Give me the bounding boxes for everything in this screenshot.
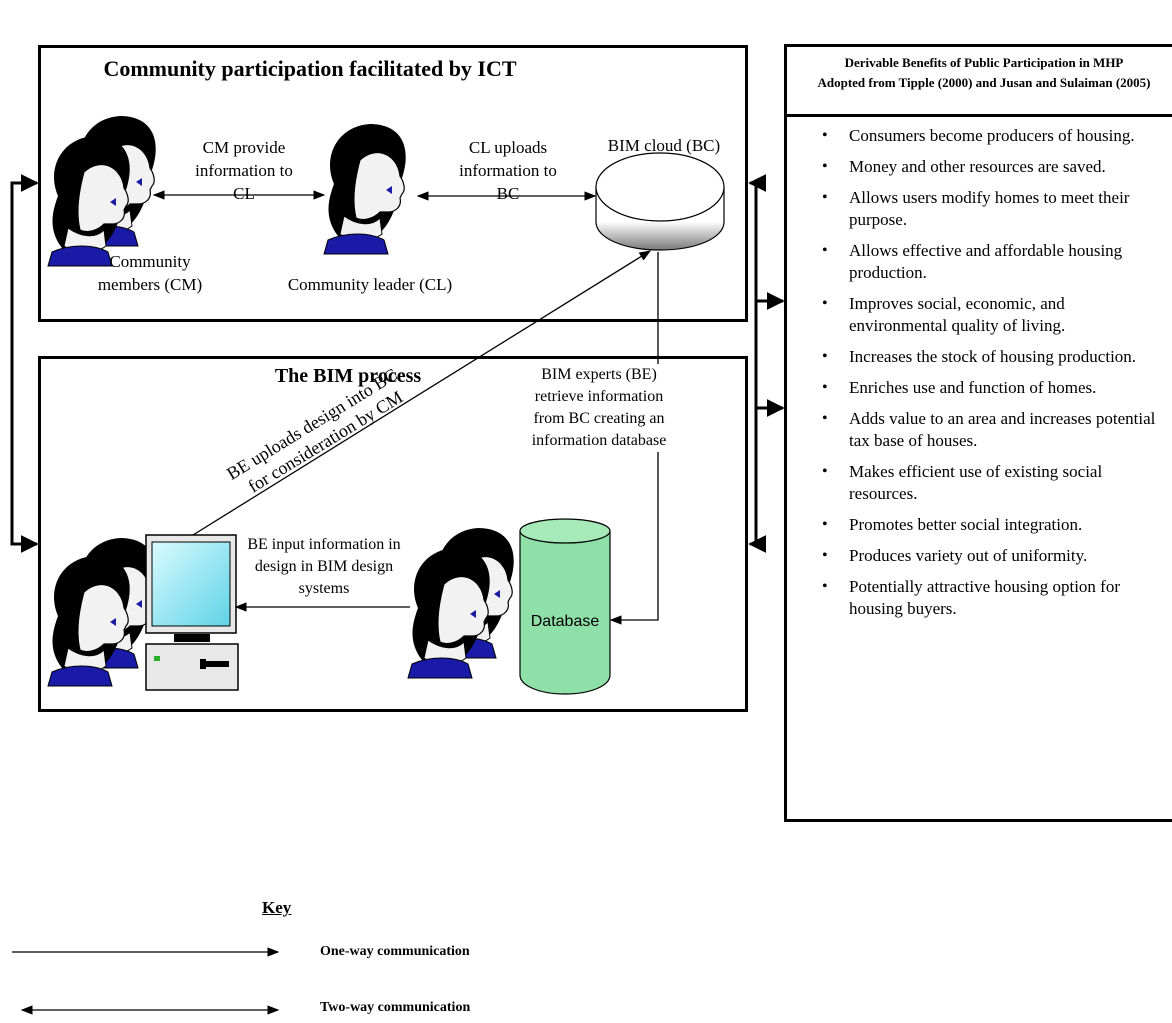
benefit-item: Money and other resources are saved.: [787, 156, 1159, 178]
cloud-cylinder-icon: [595, 152, 725, 251]
benefit-item: Improves social, economic, and environme…: [787, 293, 1159, 337]
benefit-item: Enriches use and function of homes.: [787, 377, 1159, 399]
community-panel: [38, 45, 748, 322]
database-experts-icon: [407, 527, 515, 679]
benefit-item: Increases the stock of housing productio…: [787, 346, 1159, 368]
benefit-item: Potentially attractive housing option fo…: [787, 576, 1159, 620]
benefit-item: Consumers become producers of housing.: [787, 125, 1159, 147]
bim-panel-title: The BIM process: [274, 365, 422, 387]
benefits-panel: Derivable Benefits of Public Participati…: [784, 44, 1172, 822]
community-members-icon: [47, 115, 157, 267]
benefit-item: Allows effective and affordable housing …: [787, 240, 1159, 284]
benefit-item: Makes efficient use of existing social r…: [787, 461, 1159, 505]
bim-panel: [38, 356, 748, 712]
key-two-way-label: Two-way communication: [320, 1000, 471, 1015]
bim-cloud-label: BIM cloud (BC): [607, 136, 721, 155]
community-panel-title: Community participation facilitated by I…: [103, 56, 517, 81]
community-leader-label: Community leader (CL): [287, 275, 453, 294]
bim-experts-icon: [47, 537, 157, 687]
benefits-title: Derivable Benefits of Public Participati…: [787, 47, 1172, 117]
database-label: Database: [531, 613, 600, 630]
benefit-item: Produces variety out of uniformity.: [787, 545, 1159, 567]
benefits-list: Consumers become producers of housing. M…: [787, 117, 1172, 620]
database-cylinder-icon: [519, 518, 611, 695]
community-leader-icon: [323, 123, 407, 255]
be-upload-arrow: [192, 250, 651, 536]
benefit-item: Adds value to an area and increases pote…: [787, 408, 1159, 452]
key-title: Key: [262, 898, 292, 917]
computer-icon: [145, 534, 239, 691]
benefit-item: Promotes better social integration.: [787, 514, 1159, 536]
right-loop-arrow: [748, 174, 767, 553]
benefit-item: Allows users modify homes to meet their …: [787, 187, 1159, 231]
key-one-way-label: One-way communication: [320, 944, 470, 959]
left-loop-arrow: [10, 174, 39, 553]
